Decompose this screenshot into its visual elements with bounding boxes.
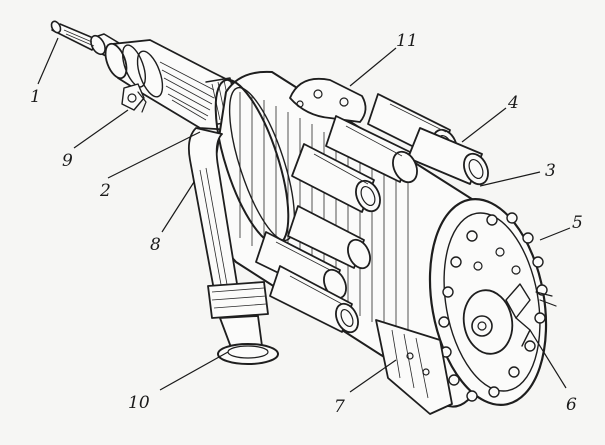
- callout-1: 1: [30, 87, 41, 107]
- callout-6: 6: [566, 395, 577, 415]
- callout-4: 4: [507, 93, 519, 113]
- leader-lines: [37, 37, 571, 393]
- callout-11: 11: [396, 31, 418, 51]
- callout-3: 3: [545, 161, 556, 181]
- callout-numbers: 1 2 3 4 5 6 7 8 9 10 11: [30, 31, 583, 417]
- callout-2: 2: [99, 181, 111, 201]
- callout-9: 9: [62, 151, 73, 171]
- callout-5: 5: [572, 213, 583, 233]
- callout-7: 7: [334, 397, 345, 417]
- lower-cans: [255, 205, 371, 334]
- upper-cans: [291, 93, 489, 213]
- side-pipe: [187, 127, 279, 365]
- callout-10: 10: [128, 393, 150, 413]
- callout-8: 8: [150, 235, 161, 255]
- rear-end-plate: [375, 198, 557, 415]
